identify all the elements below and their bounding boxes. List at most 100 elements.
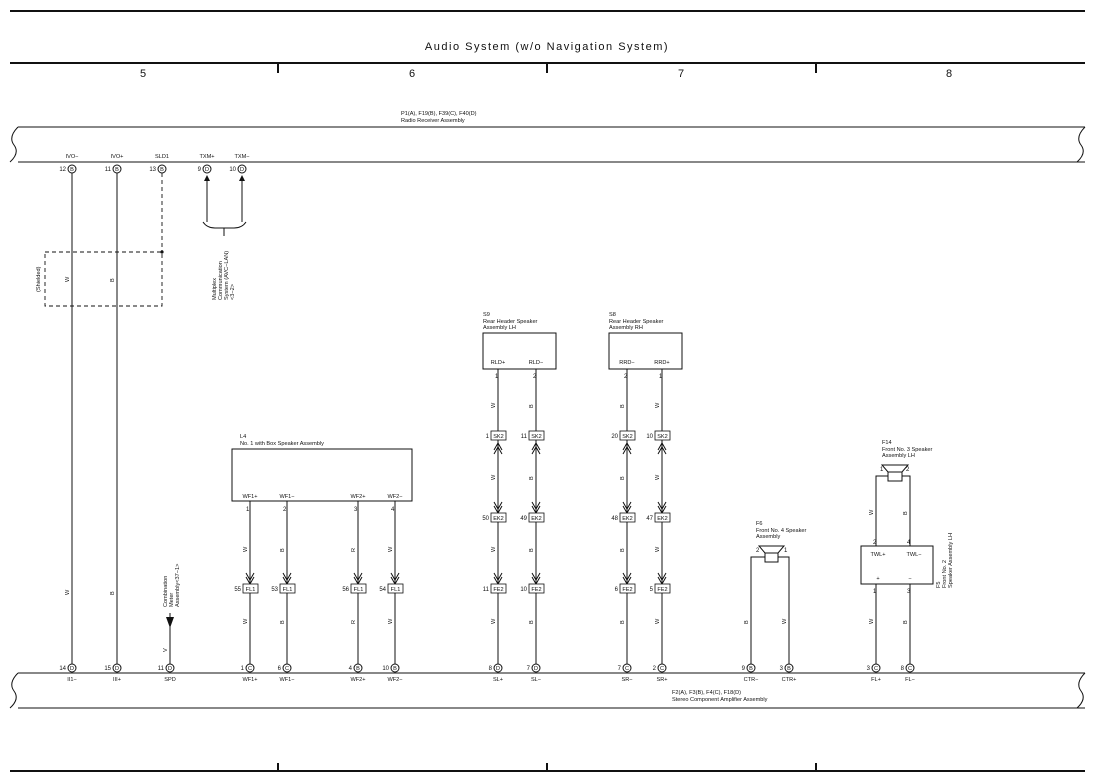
svg-text:W: W — [655, 618, 661, 624]
svg-text:FL+: FL+ — [871, 677, 881, 683]
svg-text:SL−: SL− — [531, 677, 541, 683]
svg-text:D: D — [240, 167, 244, 173]
svg-text:W: W — [388, 618, 394, 624]
amp-pin-sl-minus: 7 D SL− — [527, 663, 541, 683]
svg-text:B: B — [620, 404, 626, 408]
svg-text:Rear Header Speaker: Rear Header Speaker — [483, 319, 538, 325]
svg-text:10: 10 — [646, 434, 653, 440]
svg-text:B: B — [787, 666, 791, 672]
svg-text:13: 13 — [149, 167, 156, 173]
svg-text:W: W — [491, 474, 497, 480]
svg-text:Assembly LH: Assembly LH — [882, 453, 915, 459]
radio-pin-ivo-plus: IVO+ 11 B — [105, 154, 123, 174]
amp-pin-wf2-plus: 4 B WF2+ — [349, 663, 366, 683]
svg-text:W: W — [491, 618, 497, 624]
svg-text:3: 3 — [354, 507, 358, 513]
svg-text:B: B — [110, 591, 116, 595]
svg-text:B: B — [160, 167, 164, 173]
svg-text:RRD−: RRD− — [619, 360, 634, 366]
svg-text:FL1: FL1 — [283, 587, 293, 593]
svg-text:RRD+: RRD+ — [654, 360, 669, 366]
svg-text:F14: F14 — [882, 440, 892, 446]
svg-text:47: 47 — [646, 516, 653, 522]
speaker-f6-front-no4: F6 Front No. 4 Speaker Assembly 2 1 B W — [744, 521, 807, 664]
svg-text:R: R — [351, 548, 357, 552]
svg-text:11: 11 — [521, 434, 528, 440]
svg-text:11: 11 — [158, 666, 165, 672]
multiplex-line-2: Communication — [218, 261, 224, 300]
svg-text:B: B — [280, 548, 286, 552]
radio-pin-txm-minus: TXM− 10 D — [229, 154, 250, 174]
radio-receiver-assembly: P1(A), F19(B), F39(C), F40(D) Radio Rece… — [9, 111, 1086, 163]
svg-text:CTR+: CTR+ — [782, 677, 797, 683]
svg-text:D: D — [115, 666, 119, 672]
svg-text:8: 8 — [489, 666, 493, 672]
svg-text:1: 1 — [873, 589, 877, 595]
svg-text:W: W — [491, 402, 497, 408]
svg-text:C: C — [908, 666, 912, 672]
svg-text:W: W — [243, 546, 249, 552]
svg-text:B: B — [749, 666, 753, 672]
svg-text:WF2+: WF2+ — [350, 677, 365, 683]
svg-text:W: W — [782, 618, 788, 624]
svg-text:S8: S8 — [609, 312, 616, 318]
svg-text:55: 55 — [234, 587, 241, 593]
amp-pin-ii1-minus: 14 D II1− — [59, 663, 77, 683]
svg-text:WF2−: WF2− — [387, 494, 402, 500]
svg-text:B: B — [280, 620, 286, 624]
svg-text:D: D — [205, 167, 209, 173]
diagram-title: Audio System (w/o Navigation System) — [425, 41, 669, 53]
svg-text:CTR−: CTR− — [744, 677, 759, 683]
svg-text:SLD1: SLD1 — [155, 154, 169, 160]
svg-text:10: 10 — [382, 666, 389, 672]
junction-fe2: FE2 FE2 FE2 FE2 11 10 6 5 — [483, 572, 671, 594]
svg-text:2: 2 — [906, 467, 910, 473]
svg-text:C: C — [660, 666, 664, 672]
combination-meter-line-1: Combination — [163, 576, 169, 607]
multiplex-line-4: <3−2> — [230, 284, 236, 300]
junction-sk2: SK2 SK2 SK2 SK2 1 11 20 10 — [486, 430, 671, 455]
svg-text:B: B — [393, 666, 397, 672]
svg-text:4: 4 — [907, 540, 911, 546]
svg-text:8: 8 — [901, 666, 905, 672]
svg-text:7: 7 — [618, 666, 622, 672]
svg-text:3: 3 — [907, 589, 911, 595]
svg-text:D: D — [534, 666, 538, 672]
svg-text:W: W — [869, 509, 875, 515]
rear-speaker-wires: W B B W W B B W W B B W W B B W — [491, 369, 663, 664]
svg-text:W: W — [65, 276, 71, 282]
svg-text:B: B — [903, 620, 909, 624]
svg-text:WF1+: WF1+ — [242, 677, 257, 683]
radio-pin-ivo-minus: IVO− 12 B — [59, 154, 79, 174]
amp-pin-sl-plus: 8 D SL+ — [489, 663, 503, 683]
svg-text:B: B — [529, 404, 535, 408]
svg-text:W: W — [869, 618, 875, 624]
svg-text:1: 1 — [659, 374, 663, 380]
svg-text:WF1+: WF1+ — [242, 494, 257, 500]
svg-text:IVO−: IVO− — [66, 154, 79, 160]
svg-text:2: 2 — [756, 548, 760, 554]
svg-text:Rear Header Speaker: Rear Header Speaker — [609, 319, 664, 325]
amplifier-name: Stereo Component Amplifier Assembly — [672, 697, 768, 703]
amp-pin-iii-plus: 15 D III+ — [104, 663, 122, 683]
svg-text:1: 1 — [486, 434, 490, 440]
svg-text:15: 15 — [104, 666, 111, 672]
amp-pin-fl-minus: 8 C FL− — [901, 663, 915, 683]
svg-text:54: 54 — [379, 587, 386, 593]
svg-text:B: B — [620, 476, 626, 480]
svg-text:EK2: EK2 — [622, 516, 633, 522]
svg-text:1: 1 — [241, 666, 245, 672]
svg-text:FL−: FL− — [905, 677, 915, 683]
svg-text:7: 7 — [527, 666, 531, 672]
column-5: 5 — [140, 68, 146, 80]
shielded-cable: (Shielded) W B W B — [36, 173, 164, 664]
svg-text:+: + — [876, 576, 879, 582]
column-7: 7 — [678, 68, 684, 80]
svg-text:20: 20 — [611, 434, 618, 440]
svg-text:TXM−: TXM− — [234, 154, 249, 160]
speaker-f14-front-no3: F14 Front No. 3 Speaker Assembly LH 1 2 … — [869, 440, 933, 546]
radio-receiver-codes: P1(A), F19(B), F39(C), F40(D) — [401, 111, 477, 117]
svg-text:10: 10 — [229, 167, 236, 173]
svg-text:TXM+: TXM+ — [199, 154, 214, 160]
